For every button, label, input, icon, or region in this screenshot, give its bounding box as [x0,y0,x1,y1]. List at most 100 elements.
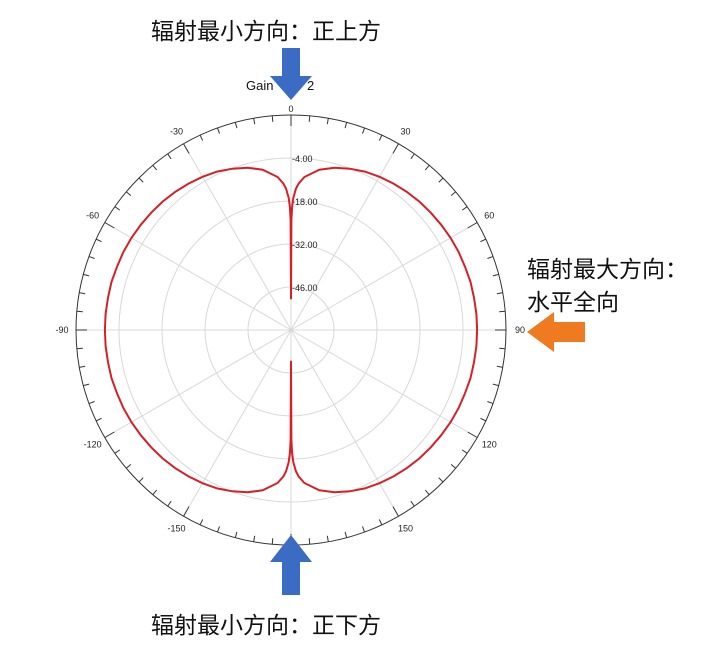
angle-tick [199,519,204,526]
angle-tick [467,431,478,438]
angle-tick [480,417,487,422]
angle-tick [125,191,132,197]
grid-spoke [183,143,292,331]
angle-tick [499,310,506,313]
angle-tick [496,292,503,295]
angle-tick [95,238,102,243]
angle-tick [138,177,144,183]
annotation-bottom: 辐射最小方向：正下方 [151,613,381,639]
angle-tick [79,365,86,368]
angle-tick [234,531,238,538]
angle-tick [392,506,399,517]
radial-label: -32.00 [292,240,318,250]
annotation-right-line1: 辐射最大方向： [527,257,688,283]
angle-tick [362,127,366,134]
angle-tick [308,538,311,545]
angle-tick [461,449,468,454]
angle-label: 0 [288,104,293,114]
angle-tick [344,531,348,538]
angle-label: -60 [86,211,99,221]
angle-tick [480,238,487,243]
angle-tick [424,489,430,496]
angle-tick [114,206,121,211]
angle-tick [167,500,172,507]
grid-spoke [183,329,292,517]
angle-label: -120 [84,440,102,450]
angle-label: 90 [515,325,525,335]
radial-labels: -4.00 -18.00 -32.00 -46.00 [292,154,318,293]
angle-tick [492,383,499,387]
angle-tick [271,115,274,122]
annotation-right-line2: 水平全向 [527,290,619,316]
radial-label: -4.00 [292,154,313,164]
angle-tick [392,143,399,154]
angle-label: 150 [398,523,413,533]
angle-label: -90 [55,325,68,335]
arrow-down-top-icon [270,48,312,100]
angle-tick [467,222,478,229]
radial-label: -46.00 [292,283,318,293]
angle-label: -150 [167,523,185,533]
angle-ticks [76,115,506,545]
grid-spoke [290,222,478,331]
angle-tick [410,500,415,507]
angle-tick [253,118,256,125]
angle-tick [183,506,190,517]
angle-tick [76,310,83,313]
angle-tick [104,431,115,438]
angle-label: 120 [482,440,497,450]
angle-tick [499,347,506,350]
angle-tick [492,273,499,277]
angle-tick [152,489,158,496]
angle-tick [114,449,121,454]
angle-tick [104,222,115,229]
angle-tick [362,526,366,533]
angle-tick [167,153,172,160]
angle-tick [125,463,132,469]
angle-tick [79,292,86,295]
grid-spoke [104,222,292,331]
angle-tick [138,477,144,483]
angle-tick [88,255,95,259]
angle-tick [410,153,415,160]
chart-title-left: Gain [246,78,273,93]
grid-spoke [290,329,478,438]
angle-tick [199,134,204,141]
angle-tick [378,519,383,526]
angle-tick [438,177,444,183]
arrow-left-right-icon [527,312,585,352]
angle-label: 30 [400,127,410,137]
angle-tick [253,535,256,542]
angle-tick [76,347,83,350]
angle-tick [152,164,158,171]
angle-tick [450,191,457,197]
angle-tick [487,255,494,259]
grid-spoke [290,143,399,331]
angle-tick [496,365,503,368]
angle-label: -30 [170,127,183,137]
annotation-top: 辐射最小方向：正上方 [151,19,381,45]
angle-tick [326,118,329,125]
angle-tick [183,143,190,154]
grid-spoke [290,329,399,517]
angle-tick [216,526,220,533]
angle-tick [88,401,95,405]
angle-tick [461,206,468,211]
angle-tick [344,122,348,129]
radial-label: -18.00 [292,197,318,207]
angle-tick [487,401,494,405]
angle-tick [83,273,90,277]
angle-tick [450,463,457,469]
angle-tick [234,122,238,129]
angle-tick [216,127,220,134]
grid-spoke [104,329,292,438]
chart-title-right: 2 [307,78,314,93]
angle-tick [271,538,274,545]
angle-tick [424,164,430,171]
angle-tick [95,417,102,422]
gain-trace [103,166,479,494]
angle-tick [308,115,311,122]
